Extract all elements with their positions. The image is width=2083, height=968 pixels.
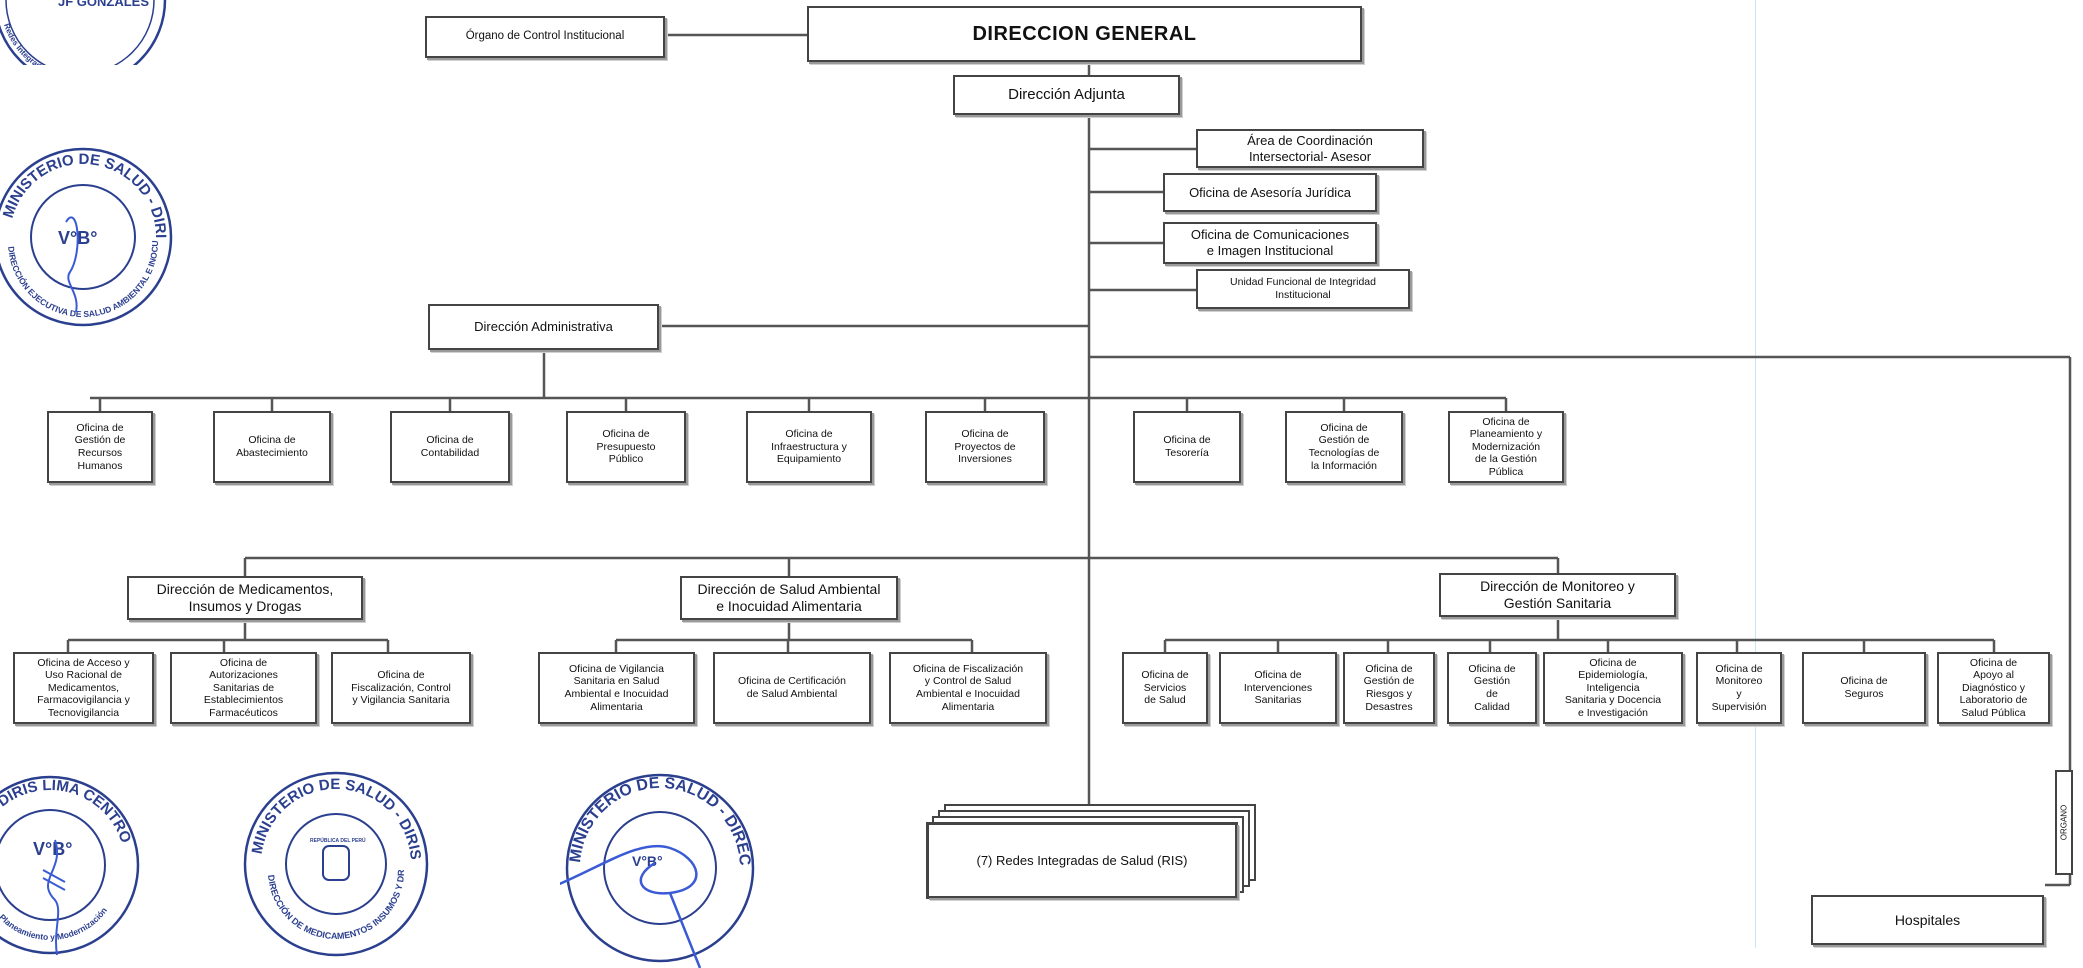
office-contabilidad-box: Oficina de Contabilidad (390, 411, 510, 483)
hospitales-box: Hospitales (1811, 895, 2044, 945)
svg-text:MINISTERIO DE SALUD - DIRIS LI: MINISTERIO DE SALUD - DIRIS LIMA CENTRO (0, 142, 169, 238)
office-calidad-box: Oficina de Gestión de Calidad (1447, 652, 1537, 724)
stamp-direccion-general-ring: MINISTERIO DE SALUD - DIRECCIÓN GENERAL … (560, 768, 753, 867)
stamp-medicamentos-seal: REPÚBLICA DEL PERÚ (310, 837, 366, 844)
office-fiscalizacion-amb-box: Oficina de Fiscalización y Control de Sa… (889, 652, 1047, 724)
direccion-general-box: DIRECCION GENERAL (807, 6, 1362, 62)
office-proyectos-box: Oficina de Proyectos de Inversiones (925, 411, 1045, 483)
stamp-top-left: JF GONZALES Redes Integradas de Salud Li… (0, 0, 167, 65)
office-infraestructura-box: Oficina de Infraestructura y Equipamient… (746, 411, 872, 483)
stamp-direccion-general-vobo: V°B° (632, 853, 663, 869)
office-acceso-uso-box: Oficina de Acceso y Uso Racional de Medi… (13, 652, 154, 724)
stamp-left-vobo: MINISTERIO DE SALUD - DIRIS LIMA CENTRO … (0, 142, 173, 327)
organo-side-label: ORGANO (2059, 804, 2069, 841)
direccion-salud-ambiental-box: Dirección de Salud Ambiental e Inocuidad… (680, 576, 898, 620)
svg-text:DIRIS LIMA CENTRO: DIRIS LIMA CENTRO (0, 777, 134, 846)
asesoria-juridica-box: Oficina de Asesoría Jurídica (1163, 173, 1377, 212)
svg-text:MINISTERIO DE SALUD - DIRECCIÓ: MINISTERIO DE SALUD - DIRECCIÓN GENERAL … (560, 768, 753, 867)
office-certificacion-box: Oficina de Certificación de Salud Ambien… (713, 652, 871, 724)
stamp-bottom-left: DIRIS LIMA CENTRO Oficina de Planeamient… (0, 775, 140, 956)
stamp-left-ring-text: MINISTERIO DE SALUD - DIRIS LIMA CENTRO (0, 142, 169, 238)
office-vigilancia-box: Oficina de Vigilancia Sanitaria en Salud… (538, 652, 695, 724)
integridad-box: Unidad Funcional de Integridad Instituci… (1196, 269, 1410, 309)
office-abastecimiento-box: Oficina de Abastecimiento (213, 411, 331, 483)
organo-side-box: ORGANO (2055, 770, 2073, 875)
office-fiscalizacion-med-box: Oficina de Fiscalización, Control y Vigi… (331, 652, 471, 724)
office-servicios-box: Oficina de Servicios de Salud (1122, 652, 1208, 724)
office-epidemiologia-box: Oficina de Epidemiología, Inteligencia S… (1543, 652, 1683, 724)
direccion-adjunta-box: Dirección Adjunta (953, 75, 1180, 115)
organo-control-box: Órgano de Control Institucional (425, 16, 665, 58)
direccion-medicamentos-box: Dirección de Medicamentos, Insumos y Dro… (127, 576, 363, 620)
office-autorizaciones-box: Oficina de Autorizaciones Sanitarias de … (170, 652, 317, 724)
direccion-administrativa-box: Dirección Administrativa (428, 304, 659, 350)
office-monitoreo-box: Oficina de Monitoreo y Supervisión (1696, 652, 1782, 724)
office-tesoreria-box: Oficina de Tesorería (1133, 411, 1241, 483)
stamp-medicamentos: MINISTERIO DE SALUD - DIRIS LIMA CENTRO … (238, 766, 429, 957)
stamp-top-left-name: JF GONZALES (58, 0, 149, 9)
office-seguros-box: Oficina de Seguros (1802, 652, 1926, 724)
office-planeamiento-box: Oficina de Planeamiento y Modernización … (1448, 411, 1564, 483)
office-intervenciones-box: Oficina de Intervenciones Sanitarias (1219, 652, 1337, 724)
guide-line (1755, 0, 1756, 948)
office-riesgos-box: Oficina de Gestión de Riesgos y Desastre… (1343, 652, 1435, 724)
direccion-monitoreo-box: Dirección de Monitoreo y Gestión Sanitar… (1439, 573, 1676, 617)
asesor-box: Área de Coordinación Intersectorial- Ase… (1196, 129, 1424, 168)
office-tecnologias-box: Oficina de Gestión de Tecnologías de la … (1285, 411, 1403, 483)
office-apoyo-diagnostico-box: Oficina de Apoyo al Diagnóstico y Labora… (1937, 652, 2050, 724)
ris-box: (7) Redes Integradas de Salud (RIS) (927, 823, 1237, 898)
stamp-bottom-left-ring: DIRIS LIMA CENTRO (0, 777, 134, 846)
stamp-bottom-left-vobo: V°B° (33, 839, 72, 859)
stamp-direccion-general: MINISTERIO DE SALUD - DIRECCIÓN GENERAL … (560, 768, 755, 968)
comunicaciones-box: Oficina de Comunicaciones e Imagen Insti… (1163, 222, 1377, 264)
office-rrhh-box: Oficina de Gestión de Recursos Humanos (47, 411, 153, 483)
office-presupuesto-box: Oficina de Presupuesto Público (566, 411, 686, 483)
